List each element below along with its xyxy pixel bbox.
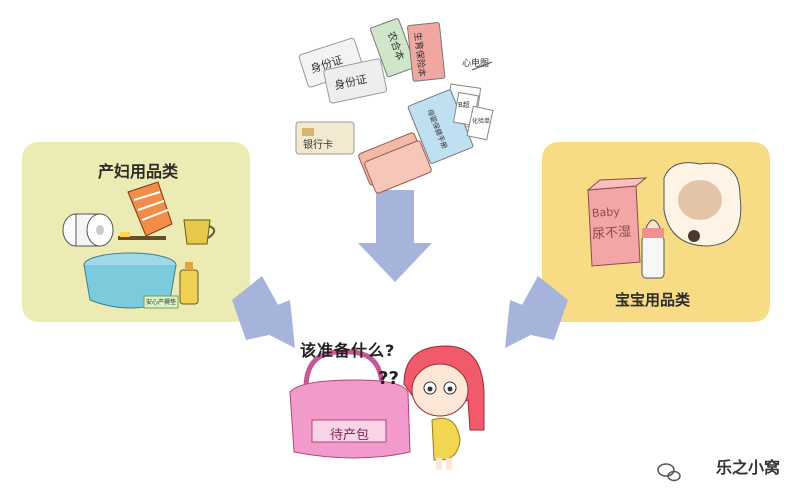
report-papers	[452, 91, 494, 141]
maternity-items	[62, 181, 216, 309]
towel-icon	[127, 181, 173, 237]
ecg-label: 心电图	[462, 59, 490, 69]
mug-icon	[183, 219, 216, 245]
baby-items	[586, 162, 742, 279]
hospital-bag-icon	[289, 349, 411, 459]
rural-insurance-book	[370, 18, 416, 78]
arrow-right-to-center-icon	[505, 276, 568, 348]
baby-pillow-icon	[663, 162, 742, 247]
cash-bundle	[358, 132, 432, 194]
maternity-pad-icon	[143, 295, 179, 309]
wechat-icon	[657, 463, 681, 482]
maternity-supplies-title: 产妇用品类	[98, 162, 179, 181]
id-card-2	[323, 58, 388, 104]
watermark-label: 乐之小窝	[715, 458, 780, 477]
maternity-pad-label: 安心产褥垫	[146, 299, 177, 306]
report-label-1: B超	[458, 101, 470, 109]
pregnant-woman-icon	[403, 345, 485, 470]
diaper-text-label: 尿不湿	[591, 224, 632, 243]
down-arrow-icon	[358, 190, 432, 282]
question-bubble-text: 该准备什么?	[300, 341, 396, 360]
hospital-bag-label: 待产包	[330, 428, 370, 443]
question-marks: ??	[378, 368, 399, 389]
bank-card-label: 银行卡	[303, 140, 333, 151]
baby-bottle-icon	[641, 219, 665, 279]
arrow-left-to-center-icon	[232, 276, 295, 348]
report-label-2: 化验单	[472, 118, 491, 125]
watermark: 乐之小窝	[716, 454, 780, 478]
diaper-pack-icon	[586, 177, 648, 267]
toothbrush-icon	[118, 232, 166, 240]
baby-supplies-title: 宝宝用品类	[615, 291, 691, 309]
birth-insurance-book	[407, 22, 446, 82]
toilet-paper-icon	[62, 213, 114, 247]
diaper-brand-label: Baby	[591, 205, 621, 220]
lotion-bottle-icon	[179, 262, 199, 305]
bank-card	[295, 121, 355, 155]
documents-cluster	[295, 18, 494, 194]
